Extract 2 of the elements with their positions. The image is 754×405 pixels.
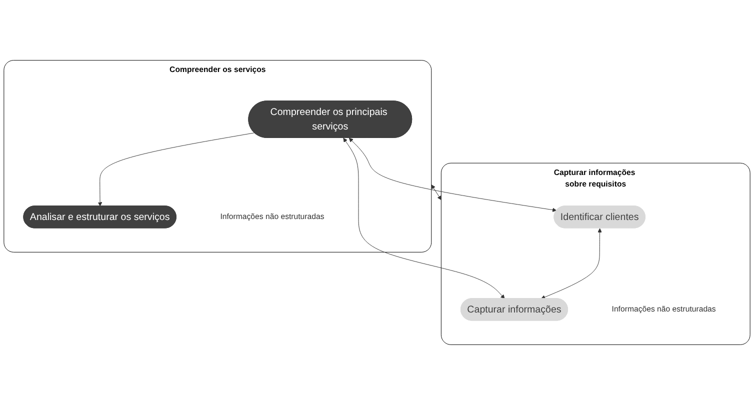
cluster — [440, 162, 750, 345]
cluster — [4, 60, 432, 252]
